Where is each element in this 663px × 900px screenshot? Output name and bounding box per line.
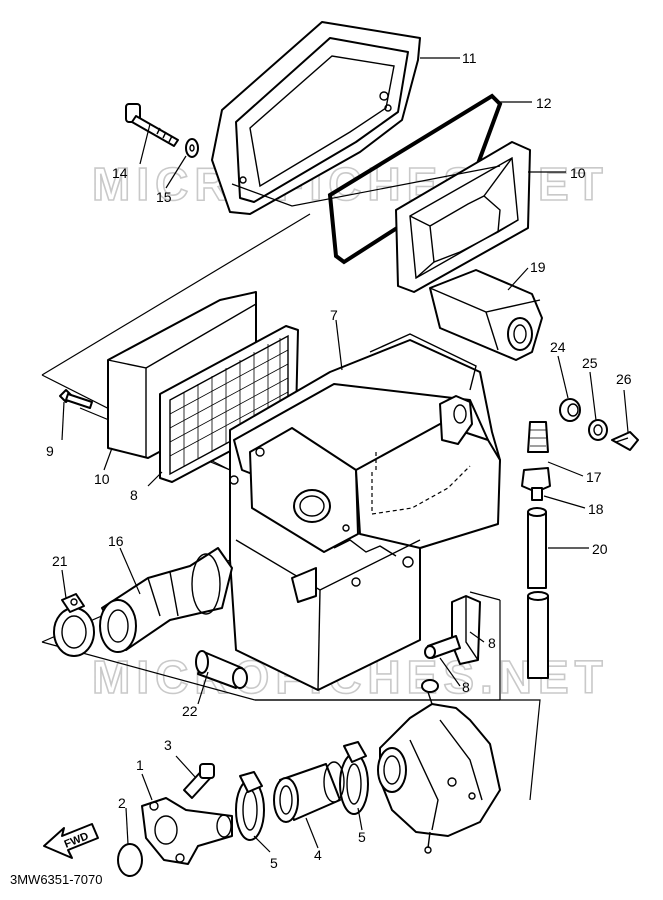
callout-15: 14 — [112, 165, 128, 181]
callout-10: 9 — [46, 443, 54, 459]
part-5-clamp-left — [235, 771, 265, 841]
callout-19: 18 — [588, 501, 604, 517]
part-7-bracket — [451, 595, 481, 665]
part-23-plug — [195, 650, 248, 689]
part-21-box-insert — [429, 269, 543, 361]
callout-14: 12 — [536, 95, 552, 111]
callout-24: 24 — [550, 339, 566, 355]
part-24-grommet — [559, 398, 581, 422]
callout-18: 17 — [586, 469, 602, 485]
part-2-o-ring — [117, 843, 143, 877]
callout-1: 1 — [136, 757, 144, 773]
part-12-element-frame — [395, 141, 531, 293]
callout-11: 10 — [94, 471, 110, 487]
callout-7: 8 — [488, 635, 496, 651]
callout-labels: 11 12 10 19 7 24 25 26 14 15 9 10 8 17 1… — [46, 50, 632, 871]
callout-5-right: 5 — [358, 829, 366, 845]
part-26-screw — [611, 431, 639, 451]
part-1-manifold — [141, 797, 233, 865]
callout-9: 8 — [130, 487, 138, 503]
callout-8: 8 — [462, 679, 470, 695]
callout-26: 26 — [616, 371, 632, 387]
callout-4: 4 — [314, 847, 322, 863]
callout-3: 3 — [164, 737, 172, 753]
leader-lines — [61, 57, 629, 853]
callout-6: 7 — [330, 307, 338, 323]
part-16-washer — [185, 138, 199, 158]
part-15-bolt — [125, 103, 179, 147]
callout-23: 22 — [182, 703, 198, 719]
callout-17: 16 — [108, 533, 124, 549]
callout-12: 10 — [570, 165, 586, 181]
part-3-bolt — [183, 763, 215, 799]
part-4-joint — [273, 761, 345, 823]
part-22-clamp — [53, 593, 95, 657]
callout-2: 2 — [118, 795, 126, 811]
callout-16: 15 — [156, 189, 172, 205]
diagram-code: 3MW6351-7070 — [10, 872, 103, 887]
forward-arrow-icon: FWD — [43, 823, 99, 859]
callout-5-left: 5 — [270, 855, 278, 871]
carburetor — [377, 679, 501, 854]
part-18-cap — [527, 421, 549, 453]
part-20-drain-tube — [527, 507, 549, 679]
part-10-screw — [59, 389, 93, 409]
callout-21: 19 — [530, 259, 546, 275]
part-5-clamp-right — [339, 741, 369, 815]
part-25-washer — [588, 419, 608, 441]
part-8-pin — [424, 635, 461, 659]
callout-13: 11 — [462, 50, 477, 66]
part-17-intake-duct — [99, 547, 233, 653]
part-19-fitting — [521, 467, 551, 501]
part-13-airbox-cover — [211, 21, 421, 215]
callout-22: 21 — [52, 553, 68, 569]
part-6-airbox-body — [229, 333, 501, 691]
callout-20: 20 — [592, 541, 608, 557]
callout-25: 25 — [582, 355, 598, 371]
